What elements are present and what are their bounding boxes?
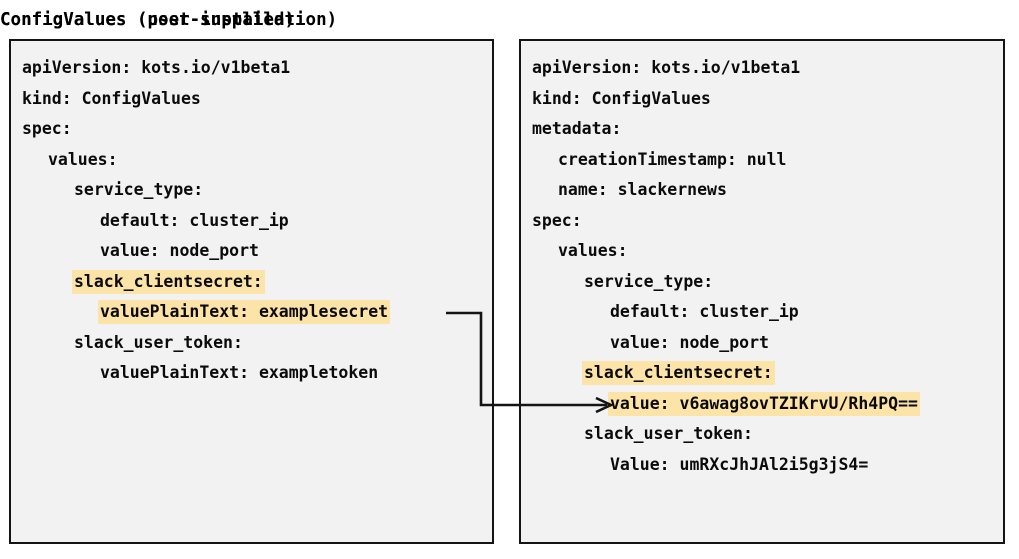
code-line: slack_clientsecret: — [582, 361, 775, 385]
code-line: creationTimestamp: null — [558, 149, 787, 169]
code-line: apiVersion: kots.io/v1beta1 — [532, 58, 801, 77]
code-line: spec: — [532, 210, 582, 230]
code-line: service_type: — [74, 180, 204, 199]
configvalues-post-installation-panel: apiVersion: kots.io/v1beta1 kind: ConfigV… — [519, 39, 1005, 544]
highlighted-text: value: v6awag8ovTZIKrvU/Rh4PQ== — [608, 391, 920, 416]
code-line: kind: ConfigValues — [22, 88, 201, 108]
highlighted-text: valuePlainText: examplesecret — [98, 300, 391, 324]
code-line: slack_clientsecret: — [72, 269, 265, 294]
code-line: service_type: — [584, 271, 714, 291]
code-line: name: slackernews — [558, 180, 727, 199]
code-line: value: v6awag8ovTZIKrvU/Rh4PQ== — [608, 391, 920, 416]
code-line: value: node_port — [100, 241, 259, 260]
code-line: valuePlainText: examplesecret — [98, 300, 391, 324]
code-line: values: — [558, 241, 628, 260]
code-line: default: cluster_ip — [610, 302, 799, 321]
panel-title-right: ConfigValues (post-installation) — [0, 10, 338, 30]
panel-title-left: ConfigValues (user-supplied) — [0, 10, 296, 30]
code-line: slack_user_token: — [584, 424, 753, 443]
code-line: kind: ConfigValues — [532, 88, 711, 108]
code-line: apiVersion: kots.io/v1beta1 — [22, 58, 291, 77]
code-line: spec: — [22, 119, 72, 138]
configvalues-user-supplied-panel: apiVersion: kots.io/v1beta1 kind: ConfigV… — [9, 39, 494, 544]
highlighted-text: slack_clientsecret: — [582, 361, 775, 385]
code-line: values: — [48, 149, 118, 169]
code-line: valuePlainText: exampletoken — [100, 363, 379, 382]
code-line: Value: umRXcJhJAl2i5g3jS4= — [610, 454, 869, 474]
code-line: slack_user_token: — [74, 332, 243, 352]
code-line: default: cluster_ip — [100, 210, 289, 230]
code-line: metadata: — [532, 119, 622, 138]
highlighted-text: slack_clientsecret: — [72, 269, 265, 294]
code-line: value: node_port — [610, 332, 769, 352]
